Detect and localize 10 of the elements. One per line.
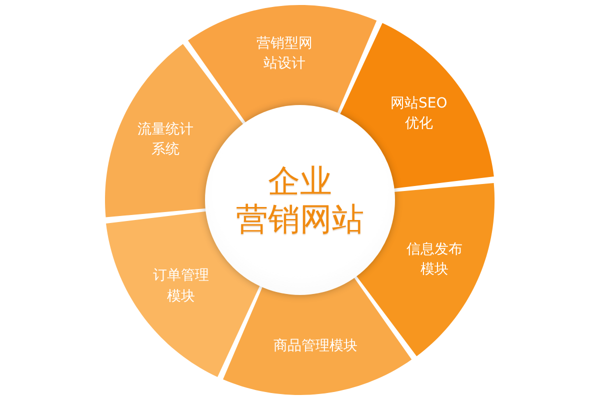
segment-label: 信息发布模块 — [405, 240, 464, 280]
center-title: 营销网站 — [236, 200, 364, 238]
segment-label: 商品管理模块 — [272, 337, 358, 356]
donut-segment — [223, 280, 412, 395]
segment-label: 网站SEO优化 — [390, 94, 448, 134]
segment-label: 订单管理模块 — [152, 267, 210, 306]
segment-label: 流量统计系统 — [136, 120, 195, 160]
segment-label: 营销型网站设计 — [256, 34, 314, 74]
center-title: 企业 — [268, 162, 332, 200]
donut-segment — [342, 23, 494, 188]
